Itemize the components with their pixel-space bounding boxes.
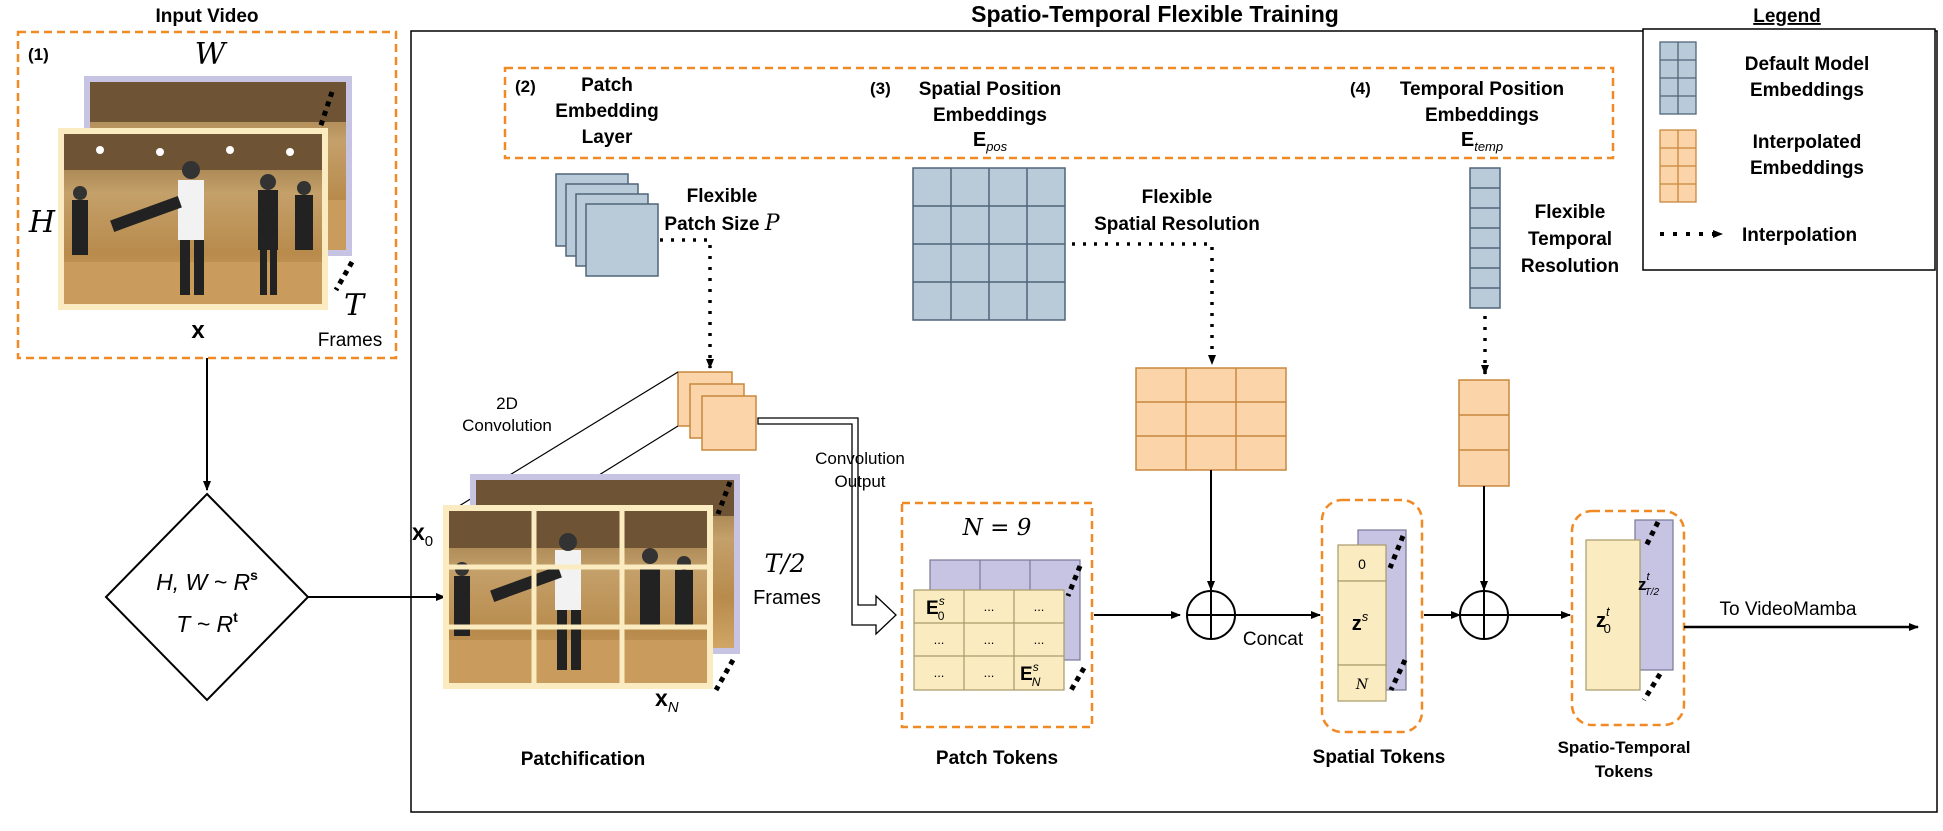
spatial-emb-symbol: Epos (973, 129, 1008, 154)
legend-default-line2: Embeddings (1750, 80, 1864, 101)
t2-label: T/2 (764, 549, 805, 578)
st-tokens-line2: Tokens (1595, 762, 1653, 781)
patch-tokens-label: Patch Tokens (936, 748, 1058, 769)
patched-dots-bottom (713, 658, 736, 692)
st-tokens-line1: Spatio-Temporal (1558, 738, 1691, 757)
main-box (410, 30, 1938, 813)
spatial-emb-line1: Spatial Position (919, 79, 1062, 100)
xn-label: xN (655, 685, 679, 716)
add-node-temporal (1459, 590, 1509, 640)
legend-default-swatch (1659, 41, 1697, 115)
st-token-back (1634, 519, 1674, 671)
patch-tokens-box (900, 501, 1094, 729)
patch-kernel-stack (555, 173, 659, 277)
token-dots-2: ... (1034, 599, 1045, 614)
conv-output-line1: Convolution (815, 449, 905, 468)
patch-emb-line3: Layer (582, 127, 633, 148)
add-node-spatial (1186, 590, 1236, 640)
st-dots-bottom (1641, 672, 1663, 702)
conv-output-arrow (757, 417, 897, 636)
patch-token-grid (913, 589, 1065, 691)
x-symbol: x (191, 317, 205, 344)
legend-interpolation: Interpolation (1742, 225, 1857, 246)
conv-output-line2: Output (834, 472, 885, 491)
st-dots-top (1643, 520, 1661, 548)
token-dots-5: ... (1034, 632, 1045, 647)
step-1: (1) (28, 45, 49, 64)
sampling-t: T ~ Rt (176, 609, 238, 637)
n-equals: N = 9 (962, 515, 1032, 541)
input-video-box (16, 30, 398, 360)
interp-path-patch (660, 238, 714, 369)
video-frame-front (58, 128, 328, 310)
interp-path-spatial (1072, 242, 1216, 365)
height-symbol: H (28, 205, 56, 240)
flex-patch-line1: Flexible (687, 186, 758, 207)
legend-interp-line1: Interpolated (1753, 132, 1862, 153)
t2-frames: Frames (753, 587, 821, 609)
step-2: (2) (515, 77, 536, 96)
st-tokens-box (1570, 509, 1686, 727)
main-title: Spatio-Temporal Flexible Training (971, 1, 1339, 27)
temporal-emb-line1: Temporal Position (1400, 79, 1564, 100)
spatial-token-0: 0 (1358, 556, 1366, 572)
token-dots-1: ... (984, 599, 995, 614)
spatial-emb-line2: Embeddings (933, 105, 1047, 126)
input-title: Input Video (155, 6, 258, 27)
st-token-front (1585, 539, 1641, 691)
flex-spatial-line1: Flexible (1142, 187, 1213, 208)
spatial-tokens-label: Spatial Tokens (1313, 747, 1446, 768)
token-dots-6: ... (934, 665, 945, 680)
spatial-pos-grid (912, 167, 1066, 321)
width-symbol: W (195, 37, 228, 72)
interp-spatial-grid (1135, 367, 1287, 471)
patched-frame-front (443, 505, 713, 689)
token-dots-4: ... (984, 632, 995, 647)
to-videomamba-label: To VideoMamba (1720, 599, 1857, 620)
legend-interp-swatch (1659, 129, 1697, 203)
flex-spatial-line2: Spatial Resolution (1094, 214, 1260, 235)
frames-label: Frames (318, 330, 382, 351)
legend-interp-line2: Embeddings (1750, 158, 1864, 179)
frames-dots-top (317, 91, 335, 129)
patch-emb-line2: Embedding (555, 101, 658, 122)
legend-default-line1: Default Model (1745, 54, 1870, 75)
conv-kernel-stack (677, 371, 757, 451)
temporal-emb-line2: Embeddings (1425, 105, 1539, 126)
x0-label: x0 (412, 519, 433, 550)
conv-label-line1: 2D (496, 394, 518, 413)
spatial-tokens-box (1320, 498, 1424, 734)
spatial-token-column (1337, 544, 1387, 702)
spatial-token-z: zs (1352, 609, 1369, 635)
flex-temporal-line2: Temporal (1528, 229, 1612, 250)
flex-temporal-line1: Flexible (1535, 202, 1606, 223)
flex-temporal-line3: Resolution (1521, 256, 1619, 277)
token-dots-3: ... (934, 632, 945, 647)
temporal-pos-column (1469, 167, 1501, 309)
flex-patch-line2: Patch Size P (664, 211, 780, 236)
temporal-emb-symbol: Etemp (1461, 129, 1503, 154)
interp-temporal-column (1458, 379, 1510, 487)
patchification-label: Patchification (521, 749, 646, 770)
step-3: (3) (870, 79, 891, 98)
sampling-diamond (104, 492, 310, 702)
conv-label-line2: Convolution (462, 416, 552, 435)
patch-token-dots-bottom (1067, 666, 1087, 694)
token-dots-7: ... (984, 665, 995, 680)
embeddings-header-box (503, 66, 1615, 160)
t-symbol: T (344, 288, 366, 323)
spatial-token-n: N (1355, 677, 1369, 693)
concat-label: Concat (1243, 629, 1304, 650)
step-4: (4) (1350, 79, 1371, 98)
frames-dots-bottom (333, 260, 355, 292)
legend-title: Legend (1753, 6, 1821, 27)
patch-emb-line1: Patch (581, 75, 633, 96)
sampling-hw: H, W ~ Rs (156, 567, 258, 595)
